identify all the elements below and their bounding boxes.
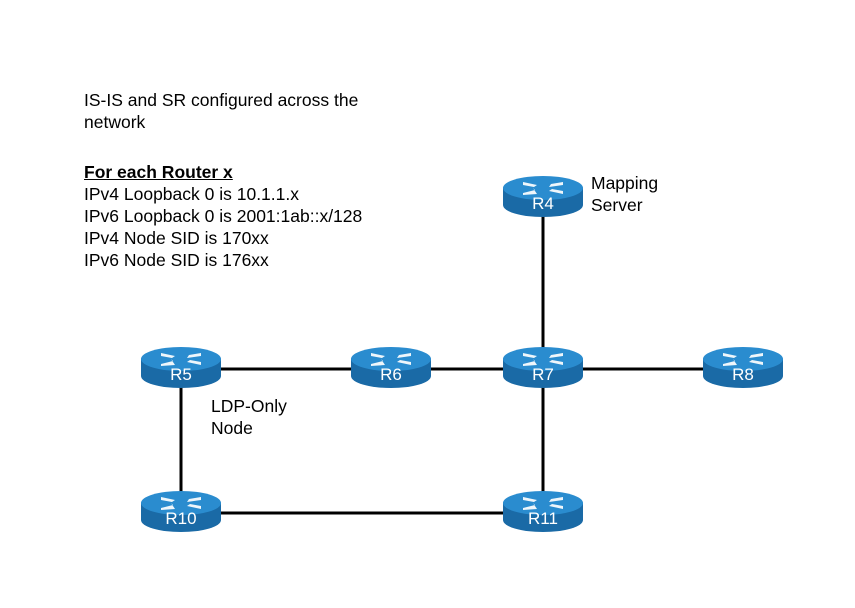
links-layer — [179, 198, 743, 515]
router-arrows-icon — [523, 352, 563, 366]
info-line: IPv4 Loopback 0 is 10.1.1.x — [84, 184, 299, 204]
router-arrows-icon — [723, 352, 763, 366]
router-arrows-icon — [523, 181, 563, 195]
annotation-line: Node — [211, 418, 253, 438]
router-r6[interactable]: R6 — [351, 347, 431, 388]
router-r4[interactable]: R4 — [503, 176, 583, 217]
mapping-server-annotation: Mapping Server — [591, 172, 658, 216]
annotation-line: Mapping — [591, 173, 659, 193]
annotation-line: Server — [591, 195, 643, 215]
router-label: R10 — [165, 509, 196, 528]
router-r11[interactable]: R11 — [503, 491, 583, 532]
router-r5[interactable]: R5 — [141, 347, 221, 388]
router-label: R4 — [532, 194, 554, 213]
router-arrows-icon — [161, 352, 201, 366]
info-line: IPv4 Node SID is 170xx — [84, 228, 269, 248]
diagram-title: IS-IS and SR configured across the netwo… — [84, 90, 359, 132]
router-r8[interactable]: R8 — [703, 347, 783, 388]
router-r7[interactable]: R7 — [503, 347, 583, 388]
router-arrows-icon — [523, 496, 563, 510]
router-label: R8 — [732, 365, 754, 384]
router-label: R5 — [170, 365, 192, 384]
info-header: For each Router x — [84, 162, 233, 182]
ldp-only-annotation: LDP-Only Node — [211, 395, 287, 439]
router-arrows-icon — [371, 352, 411, 366]
router-info-block: For each Router x IPv4 Loopback 0 is 10.… — [84, 161, 362, 271]
router-label: R6 — [380, 365, 402, 384]
annotation-line: LDP-Only — [211, 396, 287, 416]
info-line: IPv6 Node SID is 176xx — [84, 250, 269, 270]
router-arrows-icon — [161, 496, 201, 510]
router-r10[interactable]: R10 — [141, 491, 221, 532]
info-line: IPv6 Loopback 0 is 2001:1ab::x/128 — [84, 206, 363, 226]
router-label: R11 — [528, 509, 558, 528]
router-label: R7 — [532, 365, 554, 384]
